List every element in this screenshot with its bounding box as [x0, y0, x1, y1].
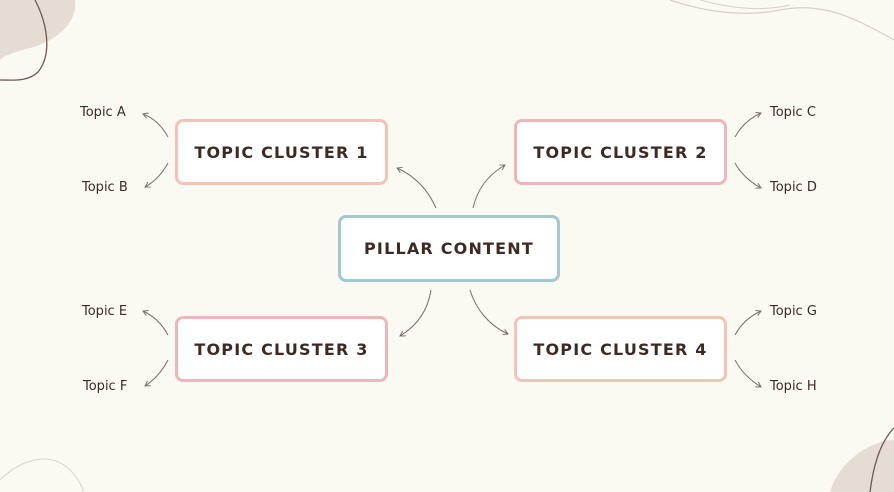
arrow-pillar-cluster-4 — [469, 289, 509, 336]
top-right-curve — [669, 0, 894, 41]
pillar-content-node: PILLAR CONTENT — [338, 215, 560, 282]
arrow-cluster-3-topic-e — [142, 309, 169, 336]
arrow-cluster-2-topic-c — [734, 111, 762, 138]
arrow-cluster-3-topic-f — [144, 359, 169, 387]
arrow-cluster-2-topic-d — [734, 162, 762, 189]
bottom-right-blob — [830, 440, 894, 492]
top-left-curve — [0, 0, 48, 81]
topic-cluster-4-node: TOPIC CLUSTER 4 — [514, 316, 727, 382]
topic-c-label: Topic C — [770, 105, 816, 120]
top-right-curve-2 — [699, 0, 791, 10]
topic-b-label: Topic B — [82, 180, 128, 195]
bottom-right-curve — [869, 427, 894, 492]
topic-f-label: Topic F — [83, 379, 128, 394]
arrow-cluster-1-topic-b — [144, 162, 169, 188]
topic-cluster-1-node: TOPIC CLUSTER 1 — [175, 119, 388, 185]
topic-d-label: Topic D — [770, 180, 817, 195]
topic-e-label: Topic E — [82, 304, 128, 319]
topic-a-label: Topic A — [80, 105, 126, 120]
bottom-left-curve — [0, 458, 85, 492]
arrow-cluster-1-topic-a — [142, 112, 169, 138]
arrow-cluster-4-topic-h — [734, 359, 762, 388]
topic-h-label: Topic H — [770, 379, 817, 394]
topic-cluster-3-node: TOPIC CLUSTER 3 — [175, 316, 388, 382]
arrow-cluster-4-topic-g — [734, 309, 762, 336]
arrow-pillar-cluster-3 — [399, 289, 432, 337]
arrow-pillar-cluster-1 — [396, 166, 437, 209]
topic-g-label: Topic G — [770, 304, 817, 319]
top-left-blob — [0, 0, 76, 60]
topic-cluster-2-node: TOPIC CLUSTER 2 — [514, 119, 727, 185]
arrow-pillar-cluster-2 — [472, 164, 506, 209]
